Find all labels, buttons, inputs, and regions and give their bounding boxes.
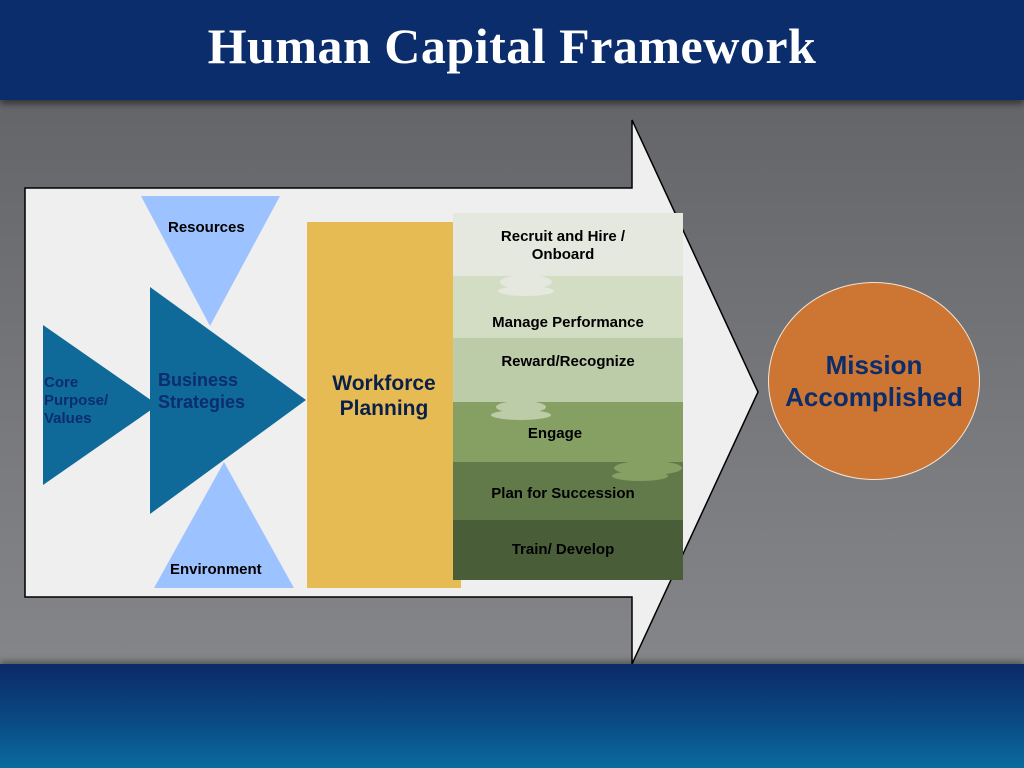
puzzle-tab <box>491 410 551 420</box>
mission-label: Mission Accomplished <box>785 349 963 413</box>
step-reward-label: Reward/Recognize <box>501 353 635 370</box>
puzzle-tab <box>500 275 552 289</box>
step-reward-block <box>453 338 683 402</box>
step-recruit-label: Recruit and Hire / Onboard <box>500 228 626 263</box>
workforce-planning-label: Workforce Planning <box>332 372 436 421</box>
slide-title: Human Capital Framework <box>207 18 817 74</box>
slide-footer <box>0 664 1024 768</box>
slide-header: Human Capital Framework <box>0 0 1024 100</box>
resources-label: Resources <box>168 219 245 236</box>
step-performance-block <box>453 276 683 338</box>
environment-triangle <box>154 462 294 588</box>
mission-circle: Mission Accomplished <box>768 282 980 480</box>
puzzle-tab <box>612 471 668 481</box>
step-train-label: Train/ Develop <box>511 541 615 558</box>
step-succession-label: Plan for Succession <box>491 485 635 502</box>
planning-block <box>307 222 461 588</box>
core-purpose-label: Core Purpose/ Values <box>44 374 109 427</box>
environment-label: Environment <box>170 561 262 578</box>
puzzle-tab <box>496 401 546 413</box>
step-engage-block <box>453 402 683 462</box>
strategies-triangle <box>150 287 306 514</box>
core-triangle <box>43 325 158 485</box>
step-recruit-block <box>453 213 683 276</box>
business-strategies-label: Business Strategies <box>158 370 246 412</box>
step-engage-label: Engage <box>527 425 583 442</box>
step-performance-label: Manage Performance <box>492 314 644 331</box>
puzzle-tab <box>498 286 554 296</box>
resources-triangle <box>141 196 280 326</box>
step-train-block <box>453 520 683 580</box>
